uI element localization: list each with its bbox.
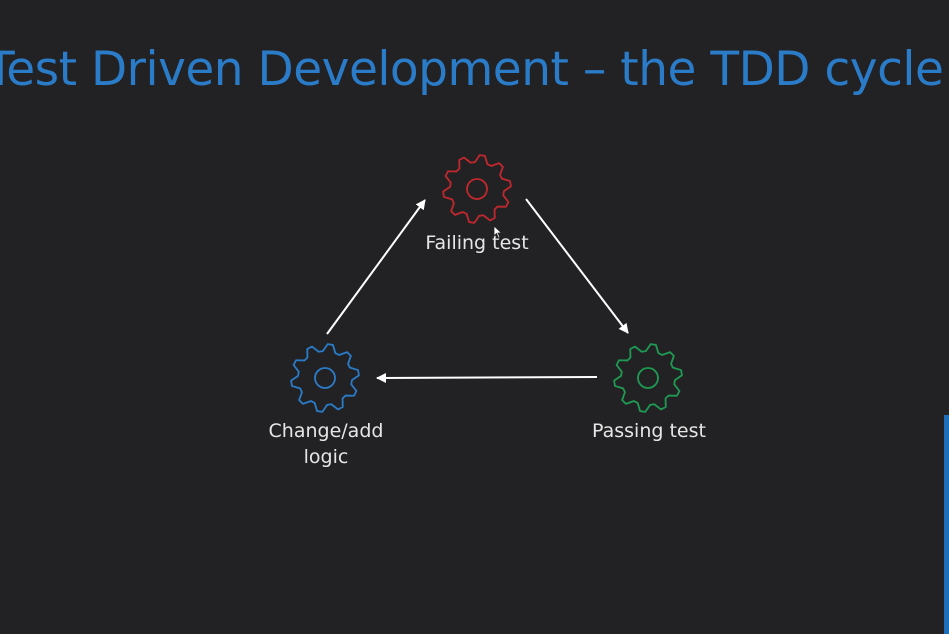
gear-teeth (442, 154, 512, 224)
change-logic-gear-icon (290, 343, 360, 413)
arrow-failing-to-passing (525, 198, 629, 334)
failing-test-label: Failing test (425, 232, 529, 254)
accent-side-bar (944, 415, 949, 634)
arrow-passing-to-change (376, 372, 598, 383)
gear-teeth (290, 343, 360, 413)
change-logic-label-line2: logic (303, 446, 349, 468)
gear-hub (466, 178, 488, 200)
passing-test-label: Passing test (592, 420, 706, 442)
mouse-pointer-icon (493, 225, 503, 239)
slide-title: Test Driven Development – the TDD cycle (0, 42, 944, 97)
gear-hub (637, 367, 659, 389)
change-logic-label: Change/add logic (226, 418, 426, 470)
arrow-change-to-failing (326, 199, 426, 335)
failing-test-gear-icon (442, 154, 512, 224)
change-logic-label-line1: Change/add (268, 420, 384, 442)
gear-hub (314, 367, 336, 389)
passing-test-gear-icon (613, 343, 683, 413)
gear-teeth (613, 343, 683, 413)
